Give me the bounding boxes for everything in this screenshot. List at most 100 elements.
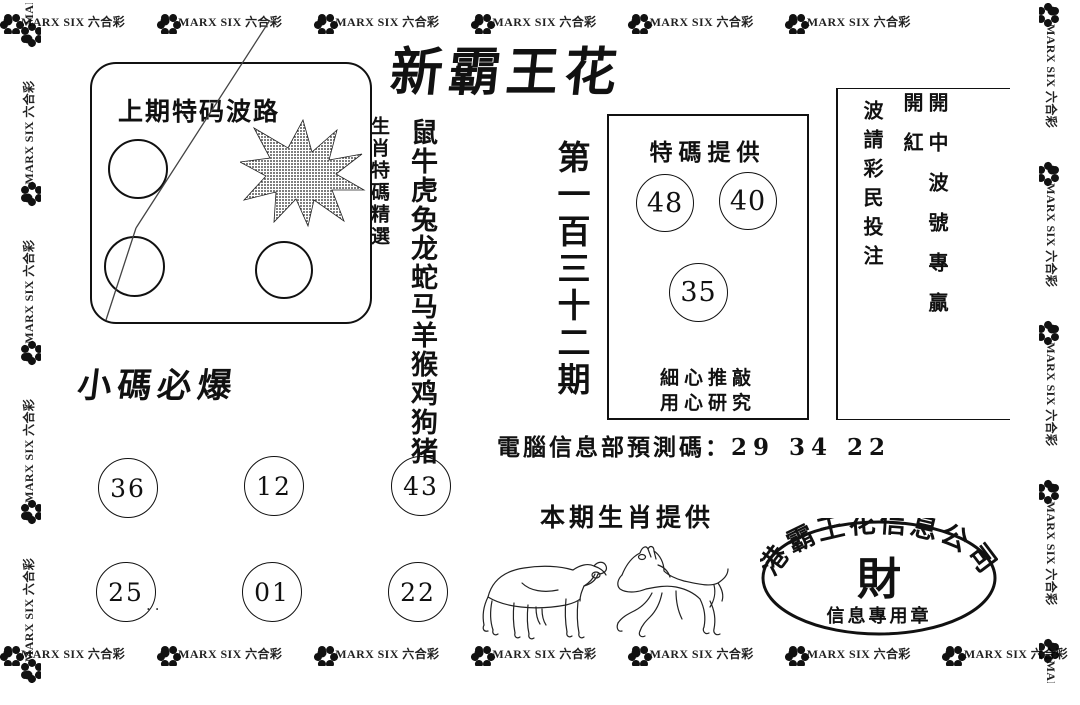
watermark-label: MARX SIX 六合彩 xyxy=(649,646,754,661)
watermark-label: MARX SIX 六合彩 xyxy=(806,646,911,661)
small-number-cell[interactable]: 25 xyxy=(96,562,156,622)
zodiac-provide-title: 本期生肖提供 xyxy=(540,505,715,532)
company-stamp: 港霸王花信息公司 財 信息專用章 xyxy=(760,518,998,638)
wave-box-side-label: 生肖特碼精選 xyxy=(368,116,390,248)
flower-icon xyxy=(626,12,654,34)
computer-prediction-line: 電腦信息部預測碼：29 34 22 xyxy=(497,428,917,462)
watermark-label: MARX SIX 六合彩 xyxy=(1044,183,1059,288)
watermark-border-left: MARX SIX 六合彩 MARX SIX 六合彩 MARX SIX 六合彩 MARX… xyxy=(15,3,41,683)
watermark-label: MARX SIX 六合彩 xyxy=(20,3,37,25)
watermark-item: MARX SIX 六合彩 xyxy=(19,398,41,526)
slogan-panel xyxy=(836,88,1010,420)
small-number-cell[interactable]: 12 xyxy=(244,456,304,516)
watermark-border-top: MARX SIX 六合彩 MARX SIX 六合彩 MARX SIX 六合彩 MARX… xyxy=(0,8,1080,34)
flower-icon xyxy=(783,644,811,666)
wave-circle-1[interactable] xyxy=(108,139,168,199)
small-number-title: 小碼必爆 xyxy=(75,368,240,405)
special-box-footer: 細心推敲 用心研究 xyxy=(622,366,794,416)
special-number-box xyxy=(607,114,809,420)
flower-icon xyxy=(19,180,41,208)
watermark-item: MARX SIX 六合彩 xyxy=(155,12,283,34)
stamp-center-char: 財 xyxy=(857,555,901,604)
watermark-label: MARX SIX 六合彩 xyxy=(335,646,440,661)
svg-text:新霸王花: 新霸王花 xyxy=(388,42,626,102)
flower-icon xyxy=(1039,478,1061,506)
watermark-item: MARX SIX 六合彩 xyxy=(626,12,754,34)
small-number-cell[interactable]: 01 xyxy=(242,562,302,622)
flower-icon xyxy=(1039,160,1061,188)
watermark-label: MARX SIX 六合彩 xyxy=(178,14,283,29)
ink-dots: .. xyxy=(146,596,164,614)
watermark-label: MARX SIX 六合彩 xyxy=(806,14,911,29)
special-number-1[interactable]: 48 xyxy=(636,174,694,232)
watermark-label: MARX SIX 六合彩 xyxy=(21,646,126,661)
small-number-cell[interactable]: 43 xyxy=(391,456,451,516)
wave-circle-3[interactable] xyxy=(255,241,313,299)
watermark-item: MARX SIX 六合彩 xyxy=(469,12,597,34)
flower-icon xyxy=(155,12,183,34)
special-number-3[interactable]: 35 xyxy=(669,263,728,322)
watermark-label: MARX SIX 六合彩 xyxy=(178,646,283,661)
zodiac-animal-column: 鼠牛虎兔龙蛇马羊猴鸡狗猪 xyxy=(406,118,437,466)
watermark-item: MARX SIX 六合彩 xyxy=(155,644,283,666)
flower-icon xyxy=(19,657,41,683)
flower-icon xyxy=(312,644,340,666)
watermark-border-right: MARX SIX 六合彩 MARX SIX 六合彩 MARX SIX 六合彩 MARX… xyxy=(1039,3,1065,683)
watermark-item: MARX SIX 六合彩 xyxy=(626,644,754,666)
watermark-label: MARX SIX 六合彩 xyxy=(1044,24,1059,129)
flower-icon xyxy=(940,644,968,666)
flower-icon xyxy=(783,12,811,34)
watermark-label: MARX SIX 六合彩 xyxy=(1044,501,1059,606)
special-footer-line-1: 細心推敲 xyxy=(659,368,756,389)
horse-illustration xyxy=(616,545,729,638)
flower-icon xyxy=(19,21,41,49)
flower-icon xyxy=(469,644,497,666)
watermark-item: MARX SIX 六合彩 xyxy=(1039,160,1061,288)
special-footer-line-2: 用心研究 xyxy=(659,393,756,415)
watermark-label: MARX SIX 六合彩 xyxy=(1044,661,1061,683)
watermark-item: MARX SIX 六合彩 xyxy=(783,12,911,34)
watermark-label: MARX SIX 六合彩 xyxy=(21,14,126,29)
watermark-label: MARX SIX 六合彩 xyxy=(492,14,597,29)
watermark-item: MARX SIX 六合彩 xyxy=(0,12,126,34)
watermark-label: MARX SIX 六合彩 xyxy=(21,557,36,662)
slogan-column-left: 波請彩民投注 xyxy=(860,100,882,274)
watermark-item: MARX SIX 六合彩 xyxy=(19,3,41,49)
flower-icon xyxy=(155,644,183,666)
watermark-label: MARX SIX 六合彩 xyxy=(649,14,754,29)
flower-icon xyxy=(19,498,41,526)
watermark-label: MARX SIX 六合彩 xyxy=(1044,342,1059,447)
slogan-column-right: 開中波號專贏開紅 xyxy=(900,92,947,332)
flower-icon xyxy=(19,339,41,367)
flower-icon xyxy=(469,12,497,34)
watermark-item: MARX SIX 六合彩 xyxy=(0,644,126,666)
watermark-item: MARX SIX 六合彩 xyxy=(1039,478,1061,606)
small-number-cell[interactable]: 36 xyxy=(98,458,158,518)
watermark-label: MARX SIX 六合彩 xyxy=(21,80,36,185)
page-title: 新霸王花 xyxy=(387,40,688,103)
watermark-item: MARX SIX 六合彩 xyxy=(783,644,911,666)
watermark-item: MARX SIX 六合彩 xyxy=(19,557,41,683)
watermark-item: MARX SIX 六合彩 xyxy=(469,644,596,666)
stamp-bottom-text: 信息專用章 xyxy=(826,606,932,626)
watermark-label: MARX SIX 六合彩 xyxy=(21,398,36,503)
watermark-item: MARX SIX 六合彩 xyxy=(19,80,41,208)
watermark-border-bottom: MARX SIX 六合彩 MARX SIX 六合彩 MARX SIX 六合彩 MARX… xyxy=(0,640,1080,666)
watermark-item: MARX SIX 六合彩 xyxy=(312,12,440,34)
watermark-item: MARX SIX 六合彩 xyxy=(1039,3,1061,129)
flower-icon xyxy=(312,12,340,34)
issue-number-label: 第一百三十二期 xyxy=(552,140,591,399)
watermark-item: MARX SIX 六合彩 xyxy=(1039,319,1061,447)
zodiac-animal-illustrations xyxy=(470,535,730,645)
special-box-title: 特碼提供 xyxy=(649,140,766,165)
watermark-label: MARX SIX 六合彩 xyxy=(335,14,440,29)
title-calligraphy: 新霸王花 xyxy=(387,42,626,103)
wave-circle-2[interactable] xyxy=(104,236,165,297)
small-number-cell[interactable]: 22 xyxy=(388,562,448,622)
flower-icon xyxy=(1039,319,1061,347)
special-number-2[interactable]: 40 xyxy=(719,172,777,230)
prediction-numbers: 29 34 22 xyxy=(731,434,892,461)
stamp-center-char-wrap: 財 xyxy=(760,518,998,638)
ox-illustration xyxy=(482,561,608,640)
